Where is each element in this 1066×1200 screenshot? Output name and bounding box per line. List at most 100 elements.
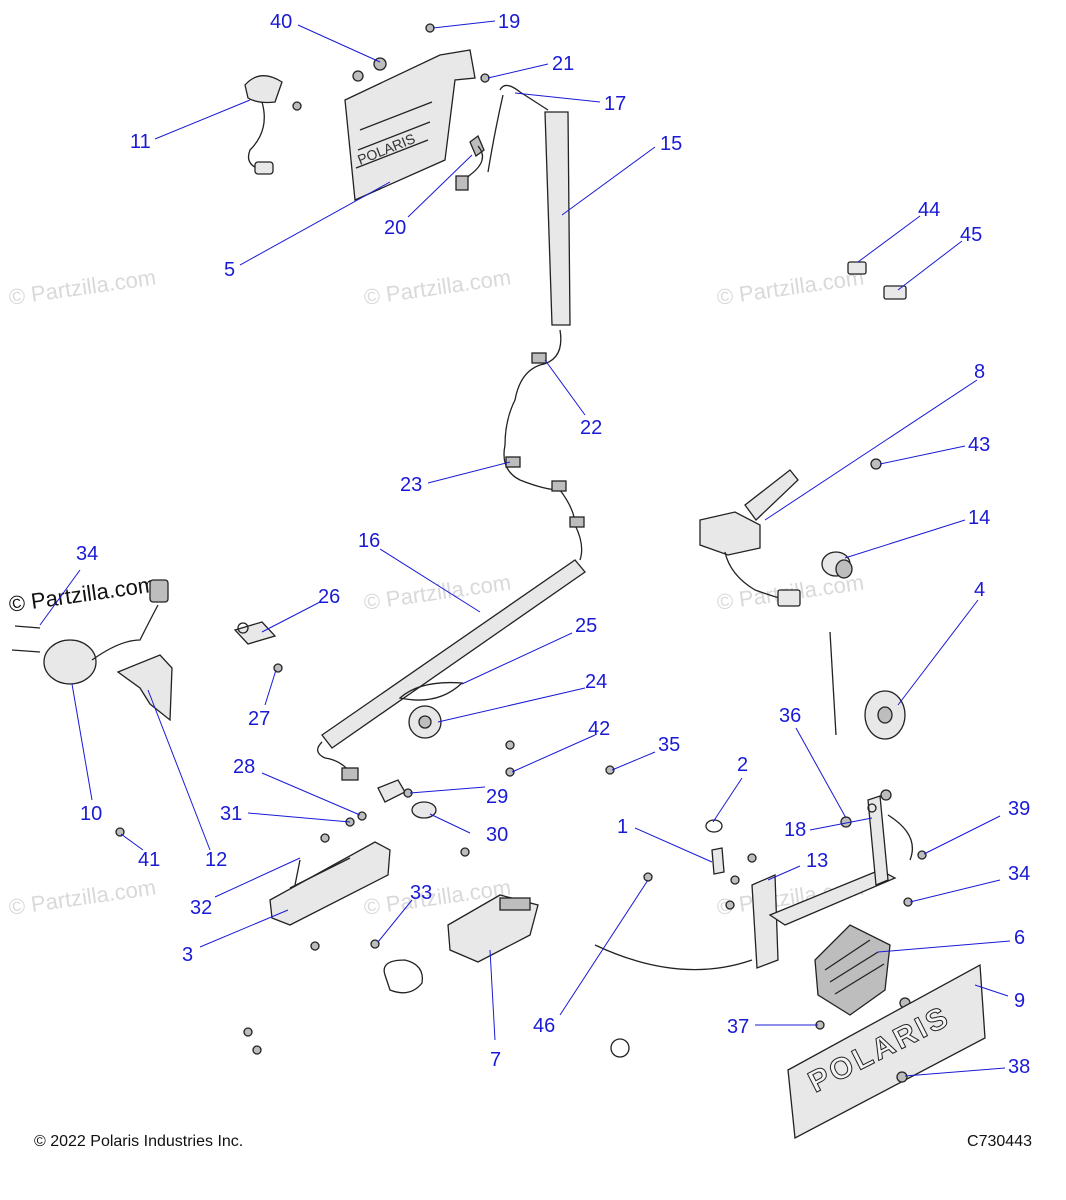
- callout-44: 44: [918, 199, 940, 221]
- switch-harness-part: [699, 469, 801, 607]
- horn-bracket-part: [116, 654, 173, 722]
- harness-clip-part: [531, 352, 547, 364]
- callout-33: 33: [410, 882, 432, 904]
- screw-part: [747, 853, 757, 863]
- mount-tab-part: [237, 622, 249, 634]
- harness-clip-part: [551, 480, 567, 492]
- callout-2: 2: [737, 754, 748, 776]
- callout-12: 12: [205, 849, 227, 871]
- callout-34: 34: [76, 543, 98, 565]
- screw-part: [320, 833, 330, 843]
- callout-labels: 40 19 21 17 11 15 20 5 44 45 22 8 43 23 …: [76, 11, 1030, 1078]
- watermark: © Partzilla.com: [7, 265, 157, 310]
- callout-16: 16: [358, 530, 380, 552]
- bolt-part: [294, 859, 301, 886]
- callout-14: 14: [968, 507, 990, 529]
- clip-part: [705, 819, 723, 833]
- clip-part: [870, 458, 882, 470]
- callout-6: 6: [1014, 927, 1025, 949]
- diagram-code: C730443: [967, 1133, 1032, 1150]
- connector-part: [469, 134, 485, 158]
- callout-23: 23: [400, 474, 422, 496]
- screw-part: [643, 872, 653, 882]
- screw-part: [730, 875, 740, 885]
- callout-10: 10: [80, 803, 102, 825]
- clip-part: [883, 285, 907, 300]
- harness-wire: [594, 814, 914, 971]
- callout-26: 26: [318, 586, 340, 608]
- leader-lines: [39, 20, 1011, 1077]
- callout-40: 40: [270, 11, 292, 33]
- fuse-box-part: [447, 894, 539, 963]
- harness-clip-part: [505, 456, 521, 468]
- callout-19: 19: [498, 11, 520, 33]
- callout-37: 37: [727, 1016, 749, 1038]
- callout-39: 39: [1008, 798, 1030, 820]
- watermark-primary: © Partzilla.com: [7, 572, 157, 617]
- nut-part: [115, 827, 125, 837]
- callout-41: 41: [138, 849, 160, 871]
- callout-30: 30: [486, 824, 508, 846]
- callout-46: 46: [533, 1015, 555, 1037]
- callout-20: 20: [384, 217, 406, 239]
- screw-part: [505, 740, 515, 750]
- regulator-part: [814, 924, 891, 1016]
- screw-part: [370, 939, 380, 949]
- callout-38: 38: [1008, 1056, 1030, 1078]
- harness-wire: [487, 94, 504, 173]
- nut-part: [896, 1071, 908, 1083]
- vertical-bracket-part: [867, 803, 877, 813]
- callout-34b: 34: [1008, 863, 1030, 885]
- connector-part: [377, 779, 406, 803]
- vertical-bracket-part: [867, 795, 889, 886]
- screw-part: [505, 767, 515, 777]
- callout-7: 7: [490, 1049, 501, 1071]
- callout-31: 31: [220, 803, 242, 825]
- callout-45: 45: [960, 224, 982, 246]
- mount-bracket-part: [269, 841, 391, 926]
- cable-tie-part: [829, 631, 837, 736]
- callout-24: 24: [585, 671, 607, 693]
- nut-part: [273, 663, 283, 673]
- callout-4: 4: [974, 579, 985, 601]
- screw-part: [605, 765, 615, 775]
- watermark: © Partzilla.com: [715, 265, 865, 310]
- callout-27: 27: [248, 708, 270, 730]
- callout-35: 35: [658, 734, 680, 756]
- mount-tab-part: [233, 621, 277, 645]
- callout-1: 1: [617, 816, 628, 838]
- harness-wire: [91, 604, 159, 661]
- callout-28: 28: [233, 756, 255, 778]
- screw-part: [725, 900, 735, 910]
- nut-part: [352, 70, 364, 82]
- cross-bracket-part: [768, 869, 897, 926]
- callout-43: 43: [968, 434, 990, 456]
- screw-part: [357, 811, 367, 821]
- watermark: © Partzilla.com: [362, 570, 512, 615]
- callout-22: 22: [580, 417, 602, 439]
- regulator-part: [824, 939, 885, 995]
- mount-bracket-part: [289, 857, 351, 889]
- license-plate-light-part: [244, 75, 302, 175]
- horn-part: [877, 706, 893, 724]
- fuse-part: [711, 847, 725, 875]
- vertical-bracket-part: [751, 874, 779, 969]
- watermark: © Partzilla.com: [362, 265, 512, 310]
- grommet-part: [418, 715, 432, 729]
- callout-5: 5: [224, 259, 235, 281]
- callout-21: 21: [552, 53, 574, 75]
- clip-part: [480, 73, 490, 83]
- harness-wire: [461, 145, 484, 183]
- screw-part: [425, 23, 435, 33]
- power-outlet-part: [835, 559, 853, 579]
- callout-18: 18: [784, 819, 806, 841]
- screw-part: [252, 1045, 262, 1055]
- callout-11: 11: [130, 131, 151, 153]
- callout-13: 13: [806, 850, 828, 872]
- screw-part: [243, 1027, 253, 1037]
- cable-tie-part: [398, 681, 464, 701]
- fuse-box-part: [499, 897, 531, 911]
- nut-part: [917, 850, 927, 860]
- callout-36: 36: [779, 705, 801, 727]
